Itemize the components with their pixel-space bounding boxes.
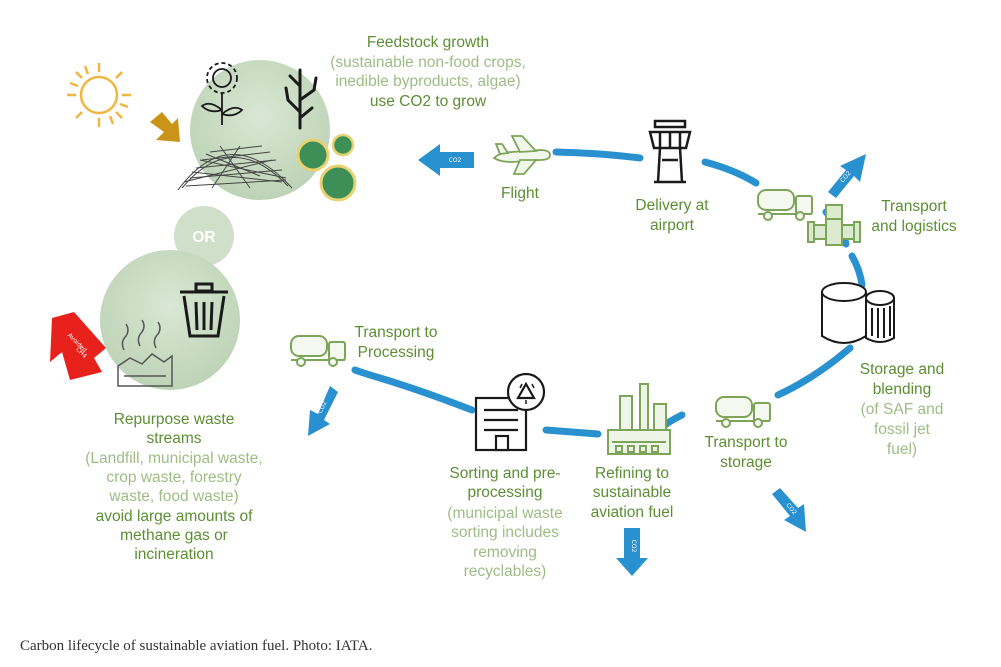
svg-text:CO2: CO2 bbox=[449, 157, 462, 164]
feedstock-circle bbox=[190, 60, 330, 200]
svg-text:storage: storage bbox=[720, 454, 772, 471]
svg-text:CO2: CO2 bbox=[630, 540, 637, 553]
svg-text:(of SAF and: (of SAF and bbox=[861, 401, 944, 418]
feedstock-label: Feedstock growth (sustainable non-food c… bbox=[330, 34, 526, 110]
tanker-truck-icon bbox=[757, 189, 813, 221]
svg-text:sustainable: sustainable bbox=[593, 484, 671, 501]
svg-text:removing: removing bbox=[473, 544, 537, 561]
svg-text:airport: airport bbox=[650, 217, 695, 234]
svg-text:Storage and: Storage and bbox=[860, 361, 944, 378]
svg-text:Transport: Transport bbox=[881, 198, 947, 215]
or-circle bbox=[174, 206, 234, 266]
transport-logistics-label: Transport and logistics bbox=[871, 198, 957, 235]
refining-label: Refining to sustainable aviation fuel bbox=[591, 465, 674, 521]
sorting-label: Sorting and pre- processing (municipal w… bbox=[447, 465, 562, 580]
svg-text:use CO2 to grow: use CO2 to grow bbox=[370, 93, 487, 110]
svg-text:(Landfill, municipal waste,: (Landfill, municipal waste, bbox=[85, 450, 262, 467]
image-caption: Carbon lifecycle of sustainable aviation… bbox=[20, 638, 373, 654]
refinery-icon bbox=[607, 383, 671, 455]
svg-text:Transport to: Transport to bbox=[705, 434, 788, 451]
tanker-truck-icon-3 bbox=[290, 335, 346, 367]
landfill-icon bbox=[117, 319, 173, 387]
svg-text:and logistics: and logistics bbox=[871, 218, 957, 235]
flight-label: Flight bbox=[501, 185, 540, 202]
storage-tanks-icon bbox=[821, 282, 895, 344]
flower-icon bbox=[200, 62, 244, 125]
tanker-truck-icon-2 bbox=[715, 396, 771, 428]
svg-text:sorting includes: sorting includes bbox=[451, 524, 559, 541]
svg-text:recyclables): recyclables) bbox=[464, 563, 547, 580]
svg-text:aviation fuel: aviation fuel bbox=[591, 504, 674, 521]
co2-arrow-processing: CO2 bbox=[308, 386, 338, 436]
co2-arrow-transport: CO2 bbox=[828, 154, 866, 198]
svg-text:Sorting and pre-: Sorting and pre- bbox=[449, 465, 560, 482]
co2-arrow-flight: CO2 bbox=[418, 144, 474, 176]
straw-pile-icon bbox=[177, 145, 293, 191]
svg-text:waste, food waste): waste, food waste) bbox=[108, 488, 238, 505]
pipe-valve-icon bbox=[807, 204, 861, 246]
co2-arrow-refining: CO2 bbox=[616, 528, 648, 576]
svg-text:(sustainable non-food crops,: (sustainable non-food crops, bbox=[330, 54, 526, 71]
svg-text:Refining to: Refining to bbox=[595, 465, 669, 482]
svg-text:fuel): fuel) bbox=[887, 441, 917, 458]
transport-processing-label: Transport to Processing bbox=[355, 324, 438, 361]
svg-text:Processing: Processing bbox=[358, 344, 435, 361]
svg-text:CO2: CO2 bbox=[317, 400, 329, 415]
svg-text:Feedstock growth: Feedstock growth bbox=[367, 34, 489, 51]
svg-text:streams: streams bbox=[146, 430, 201, 447]
svg-text:incineration: incineration bbox=[134, 546, 213, 563]
algae-cells-icon bbox=[296, 133, 357, 202]
saf-lifecycle-diagram: OR bbox=[50, 34, 957, 580]
airplane-icon bbox=[492, 135, 551, 175]
recycling-building-icon bbox=[474, 372, 546, 452]
svg-text:Repurpose waste: Repurpose waste bbox=[114, 411, 235, 428]
control-tower-icon bbox=[648, 119, 692, 184]
svg-text:fossil jet: fossil jet bbox=[874, 421, 931, 438]
svg-text:blending: blending bbox=[873, 381, 932, 398]
avoided-ch4-arrow: Avoided CH4 bbox=[50, 312, 106, 380]
delivery-label: Delivery at airport bbox=[635, 197, 709, 234]
sun-arrow-icon bbox=[150, 112, 180, 142]
co2-arrow-storage: CO2 bbox=[772, 488, 806, 532]
svg-text:(municipal waste: (municipal waste bbox=[447, 505, 562, 522]
svg-text:Transport to: Transport to bbox=[355, 324, 438, 341]
svg-text:processing: processing bbox=[468, 484, 543, 501]
repurpose-label: Repurpose waste streams (Landfill, munic… bbox=[85, 411, 262, 563]
transport-storage-label: Transport to storage bbox=[705, 434, 788, 471]
svg-text:Delivery at: Delivery at bbox=[635, 197, 709, 214]
svg-text:inedible byproducts, algae): inedible byproducts, algae) bbox=[335, 73, 520, 90]
sun-icon bbox=[67, 63, 131, 127]
svg-text:crop waste, forestry: crop waste, forestry bbox=[106, 469, 241, 486]
svg-text:methane gas or: methane gas or bbox=[120, 527, 228, 544]
storage-blending-label: Storage and blending (of SAF and fossil … bbox=[860, 361, 944, 458]
or-label: OR bbox=[192, 229, 215, 246]
trash-bin-icon bbox=[180, 282, 228, 338]
seaweed-icon bbox=[284, 68, 318, 130]
svg-text:avoid large amounts of: avoid large amounts of bbox=[96, 508, 254, 525]
